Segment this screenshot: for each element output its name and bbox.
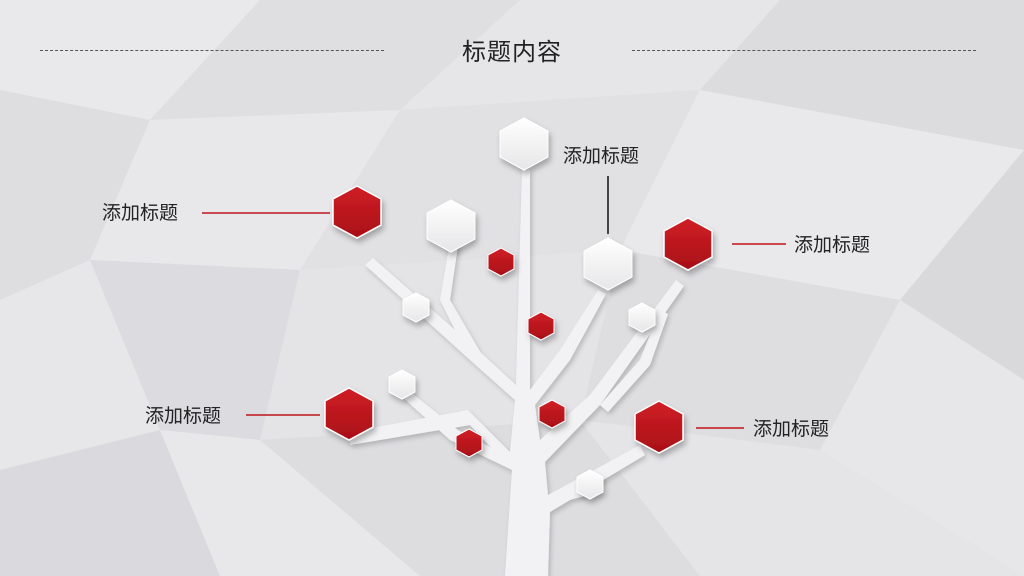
hexagon-red-upper-right: [663, 217, 713, 271]
hexagon-white-left: [426, 199, 476, 253]
hexagon-red-lower-right: [634, 400, 684, 454]
hexagon-white-top: [499, 117, 549, 171]
title-bar: 标题内容: [0, 28, 1024, 72]
title-divider-left: [40, 50, 384, 51]
label-top: 添加标题: [563, 145, 640, 167]
hexagon-white-small-4: [576, 469, 604, 500]
hexagon-white-small-3: [388, 369, 416, 400]
label-lower-right: 添加标题: [753, 418, 830, 440]
page-title: 标题内容: [462, 38, 562, 66]
label-lower-left: 添加标题: [145, 405, 222, 427]
label-upper-right: 添加标题: [794, 234, 871, 256]
hexagon-white-right: [583, 237, 633, 291]
label-upper-left: 添加标题: [102, 202, 179, 224]
hexagon-red-lower-left: [324, 387, 374, 441]
hexagon-red-upper-left: [332, 185, 382, 239]
hexagon-red-small-3: [538, 399, 566, 429]
tree-shape: [350, 170, 684, 576]
hexagon-white-small-1: [402, 292, 430, 323]
hexagon-white-small-2: [628, 302, 656, 333]
title-divider-right: [632, 50, 976, 51]
hexagon-red-small-2: [527, 311, 555, 341]
hexagon-red-small-4: [455, 428, 483, 458]
hexagon-red-small-1: [487, 247, 515, 277]
